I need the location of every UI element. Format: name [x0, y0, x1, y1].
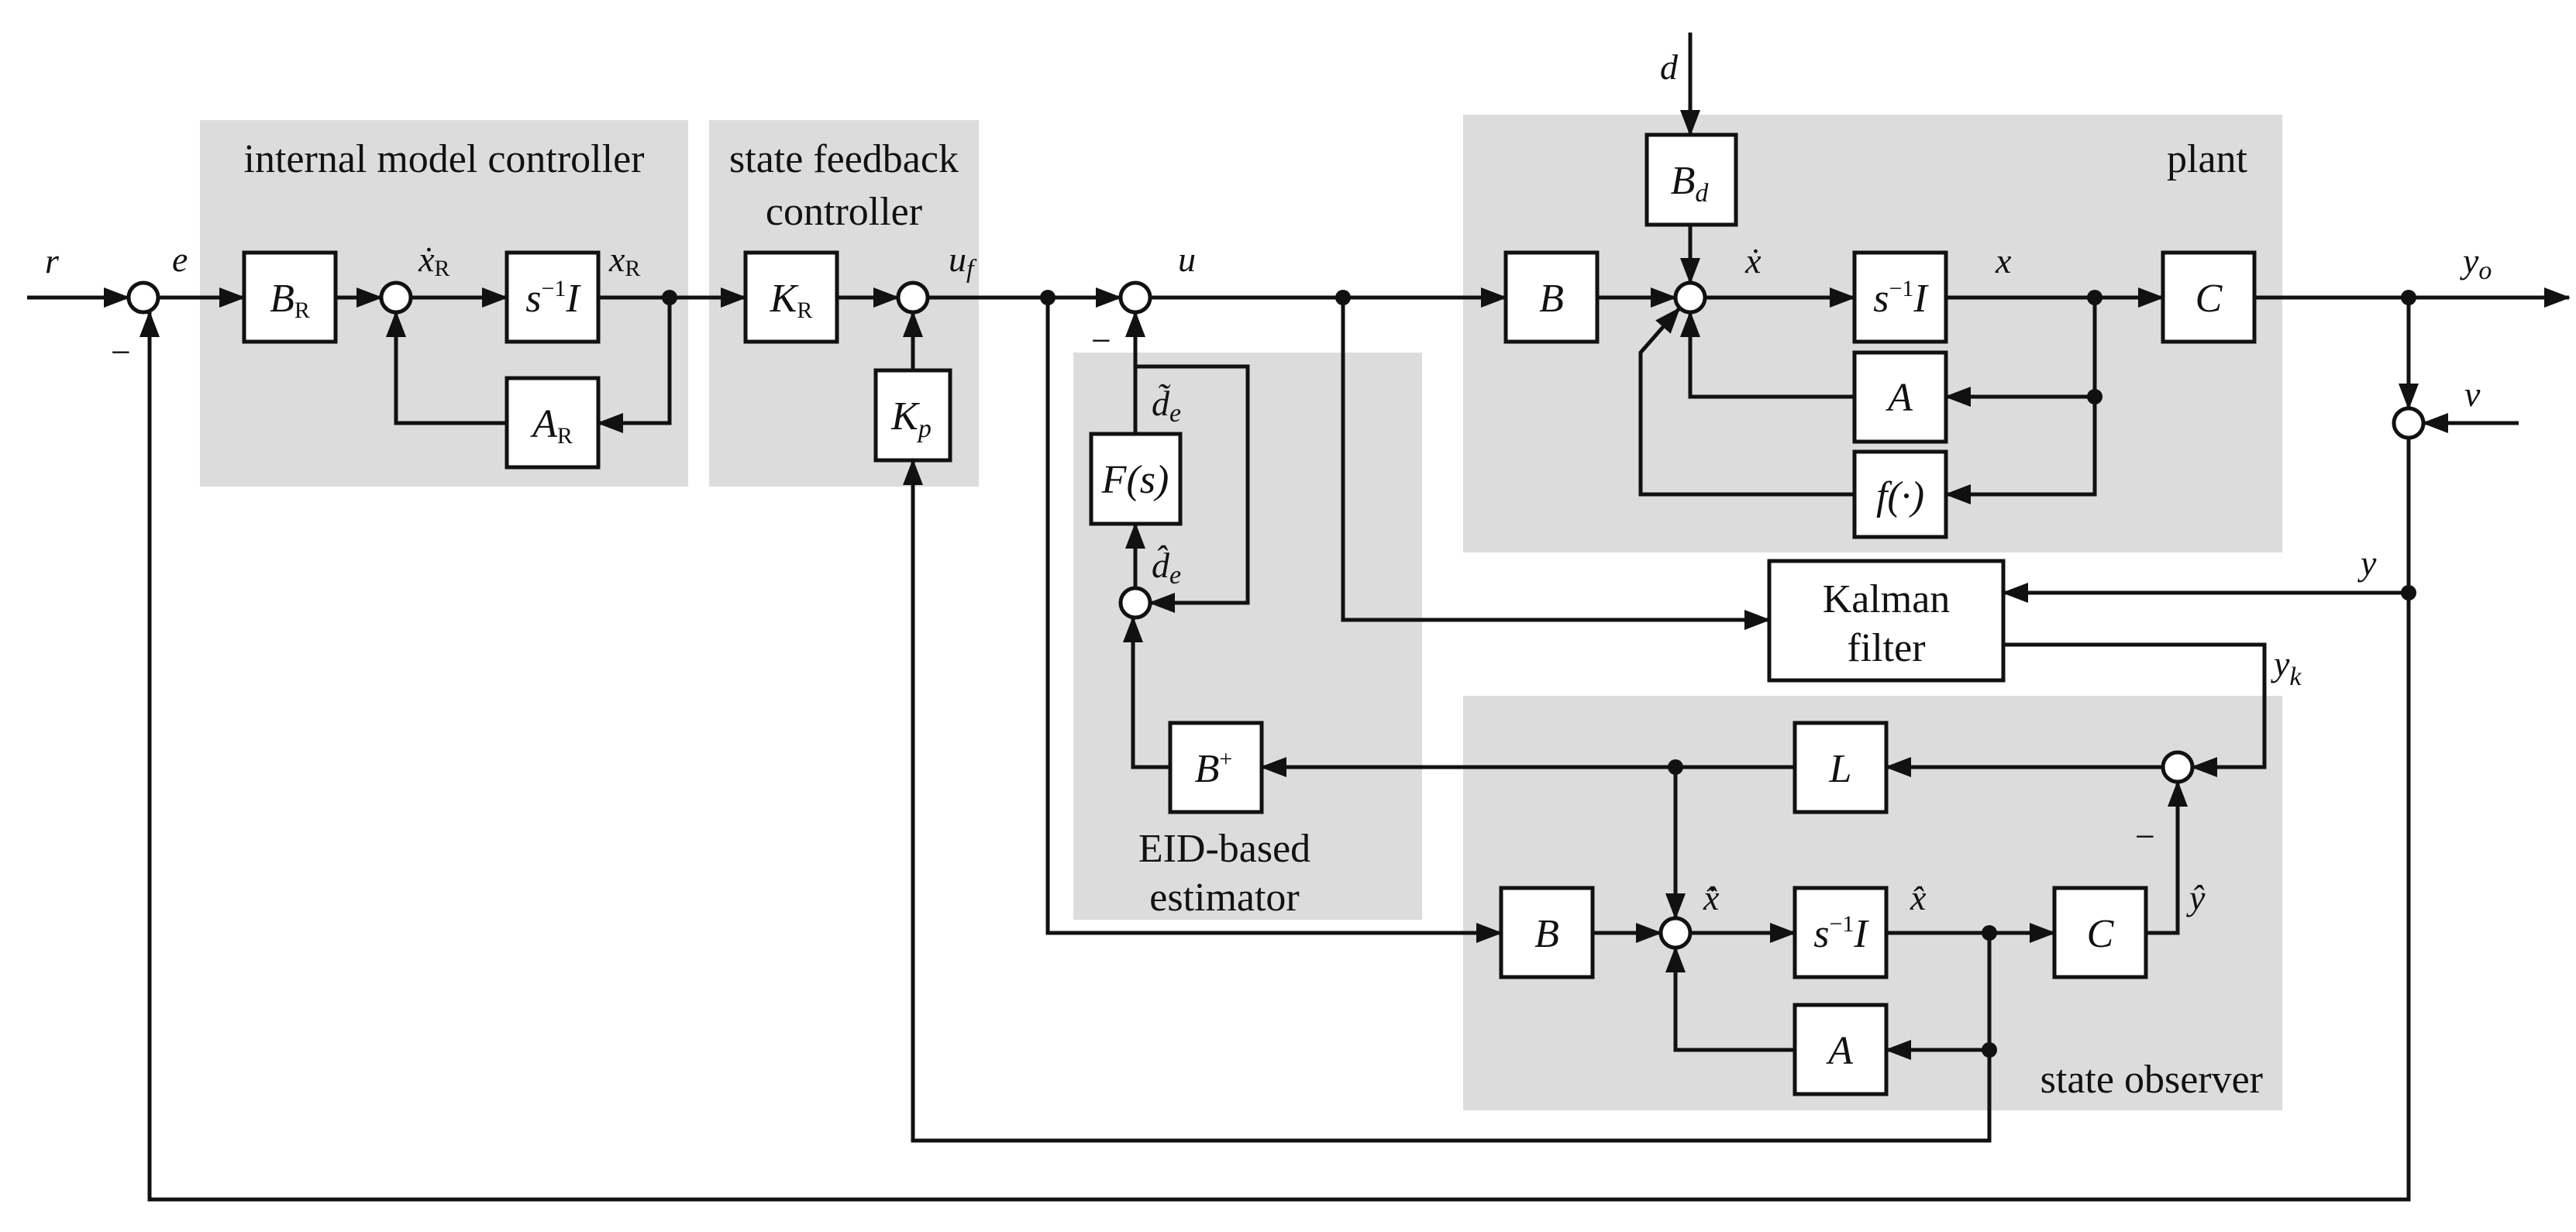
block-A-plant: A [1852, 350, 1948, 444]
junction-dots [662, 290, 2416, 1058]
sum-plant [1673, 280, 1707, 315]
signal-labels: r e − ẋR xR uf u − d ẋ x yo v y yk d̃e d… [45, 47, 2492, 917]
label-state-feedback-line1: state feedback [729, 137, 959, 181]
label-internal-model-controller: internal model controller [244, 137, 645, 181]
signal-de-tilde: d̃e [1152, 384, 1181, 428]
signal-xhat: x̂ [1910, 878, 1927, 917]
signal-minus-u: − [1089, 321, 1113, 360]
sum-observer [1658, 916, 1693, 950]
svg-text:s−1I: s−1I [1813, 911, 1869, 956]
svg-text:AR: AR [530, 402, 573, 449]
label-eid-line2: estimator [1149, 876, 1300, 920]
block-A-observer: A [1793, 1003, 1889, 1096]
sum-internal-model [379, 280, 413, 315]
sum-output-error [2161, 750, 2195, 784]
signal-xR-dot: ẋR [418, 239, 449, 281]
signal-v: v [2464, 374, 2481, 414]
svg-text:F(s): F(s) [1101, 458, 1169, 502]
signal-u: u [1178, 239, 1196, 279]
signal-r: r [45, 241, 60, 280]
block-Kp: Kp [873, 368, 952, 463]
svg-text:L: L [1829, 747, 1852, 791]
svg-text:B: B [1539, 277, 1564, 321]
signal-y: y [2357, 543, 2377, 583]
signal-yhat: ŷ [2186, 878, 2206, 917]
sum-disturbance-estimate [1118, 586, 1152, 620]
block-B-pseudoinverse: B+ [1168, 721, 1264, 814]
svg-text:KR: KR [770, 277, 813, 323]
signal-d: d [1660, 47, 1679, 87]
svg-text:C: C [2195, 277, 2223, 321]
svg-text:filter: filter [1847, 626, 1925, 670]
block-C-plant: C [2161, 250, 2257, 344]
block-integrator-controller: s−1I [505, 250, 601, 344]
block-C-observer: C [2052, 886, 2148, 979]
svg-text:A: A [1886, 376, 1913, 420]
block-nonlinearity: f(·) [1852, 449, 1948, 539]
block-integrator-plant: s−1I [1852, 250, 1948, 344]
block-B-plant: B [1503, 250, 1600, 344]
svg-text:B: B [1534, 912, 1559, 956]
label-eid-line1: EID-based [1138, 827, 1310, 871]
svg-text:Bd: Bd [1671, 159, 1710, 208]
svg-text:BR: BR [270, 277, 310, 323]
svg-text:s−1I: s−1I [525, 276, 581, 321]
sum-control-input [1118, 280, 1152, 315]
summing-junctions [126, 280, 2426, 950]
label-state-feedback-line2: controller [766, 190, 922, 234]
svg-text:Kalman: Kalman [1823, 577, 1951, 621]
signal-e: e [172, 239, 188, 279]
label-plant: plant [2167, 137, 2248, 181]
block-Bd: Bd [1644, 132, 1738, 227]
block-L: L [1793, 721, 1889, 814]
signal-minus-observer: − [2133, 817, 2157, 856]
block-kalman-filter: Kalman filter [1767, 559, 2006, 683]
sum-noise [2392, 406, 2426, 440]
signal-yk: yk [2271, 644, 2302, 691]
signal-minus-error: − [108, 332, 133, 372]
signal-de-hat: d̂e [1152, 545, 1181, 590]
svg-text:C: C [2087, 912, 2115, 956]
block-AR: AR [505, 376, 601, 470]
signal-xhat-dot: x̂̇ [1703, 878, 1720, 917]
svg-text:B+: B+ [1195, 746, 1233, 791]
svg-text:s−1I: s−1I [1873, 276, 1929, 321]
block-BR: BR [242, 250, 338, 344]
block-KR: KR [743, 250, 839, 344]
svg-text:Kp: Kp [890, 394, 932, 443]
svg-text:A: A [1826, 1029, 1853, 1073]
block-B-observer: B [1499, 886, 1595, 979]
svg-text:f(·): f(·) [1876, 474, 1924, 518]
signal-xR: xR [608, 239, 640, 281]
sum-error [126, 280, 160, 315]
sum-state-feedback [896, 280, 930, 315]
block-Fs: F(s) [1089, 432, 1183, 526]
signal-x-dot: ẋ [1744, 241, 1762, 280]
signal-x: x [1995, 241, 2012, 280]
block-integrator-observer: s−1I [1793, 886, 1889, 979]
label-state-observer: state observer [2040, 1058, 2263, 1102]
signal-yo: yo [2460, 241, 2492, 285]
